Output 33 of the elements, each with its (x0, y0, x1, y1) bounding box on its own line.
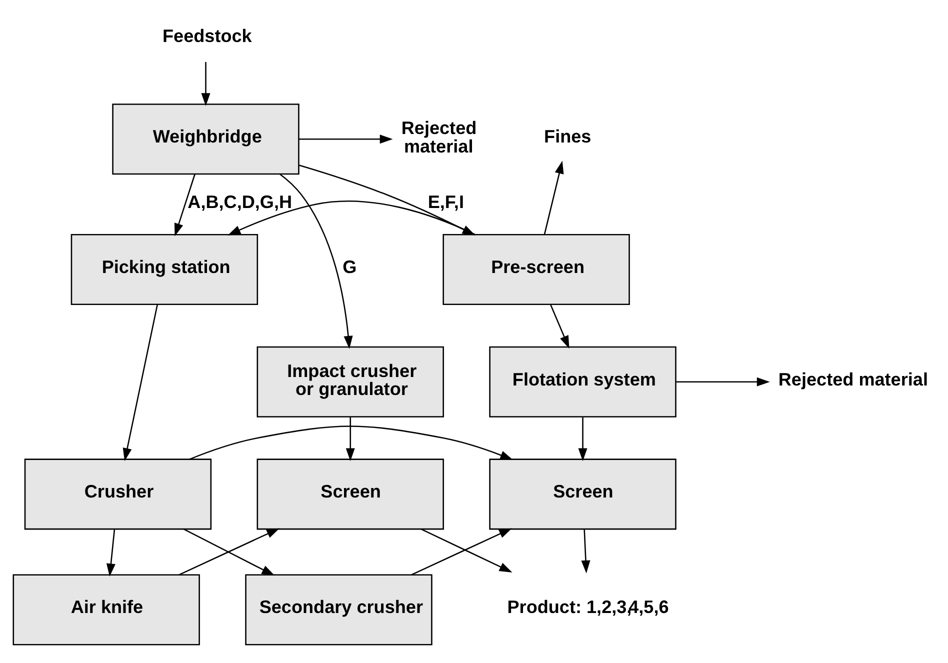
arrow (544, 160, 564, 234)
node-box: Weighbridge (112, 104, 300, 175)
arrow (346, 417, 355, 462)
node-text: Fines (544, 126, 592, 147)
arrow (550, 304, 570, 349)
node-text: Rejected material (778, 369, 928, 390)
arrow (174, 174, 196, 236)
node-box: Screen (489, 458, 676, 530)
arrow (122, 304, 158, 462)
arrow (420, 528, 512, 572)
edge-label: A,B,C,D,G,H (188, 192, 292, 212)
node-box: Impact crusher or granulator (256, 346, 444, 418)
node-box: Secondary crusher (245, 574, 432, 646)
node-text: Feedstock (162, 26, 252, 46)
arrow (189, 426, 514, 460)
arrow (578, 417, 588, 462)
arrow (280, 174, 353, 349)
arrow (106, 529, 116, 577)
arrow (676, 377, 770, 386)
edge-label: G (342, 257, 357, 278)
node-box: Pre-screen (442, 234, 630, 306)
node-text: Product: 1,2,3,4,5,6 (507, 597, 669, 618)
node-box: Flotation system (489, 346, 676, 418)
arrow (581, 529, 590, 574)
node-box: Screen (256, 458, 444, 530)
arrow (411, 528, 512, 576)
edge-label: E,F,I (428, 192, 464, 212)
arrow (298, 134, 393, 144)
node-box: Crusher (24, 458, 212, 530)
arrow (201, 62, 210, 106)
node-text: Rejected material (401, 118, 477, 156)
node-box: Air knife (12, 574, 200, 646)
node-box: Picking station (70, 234, 258, 306)
